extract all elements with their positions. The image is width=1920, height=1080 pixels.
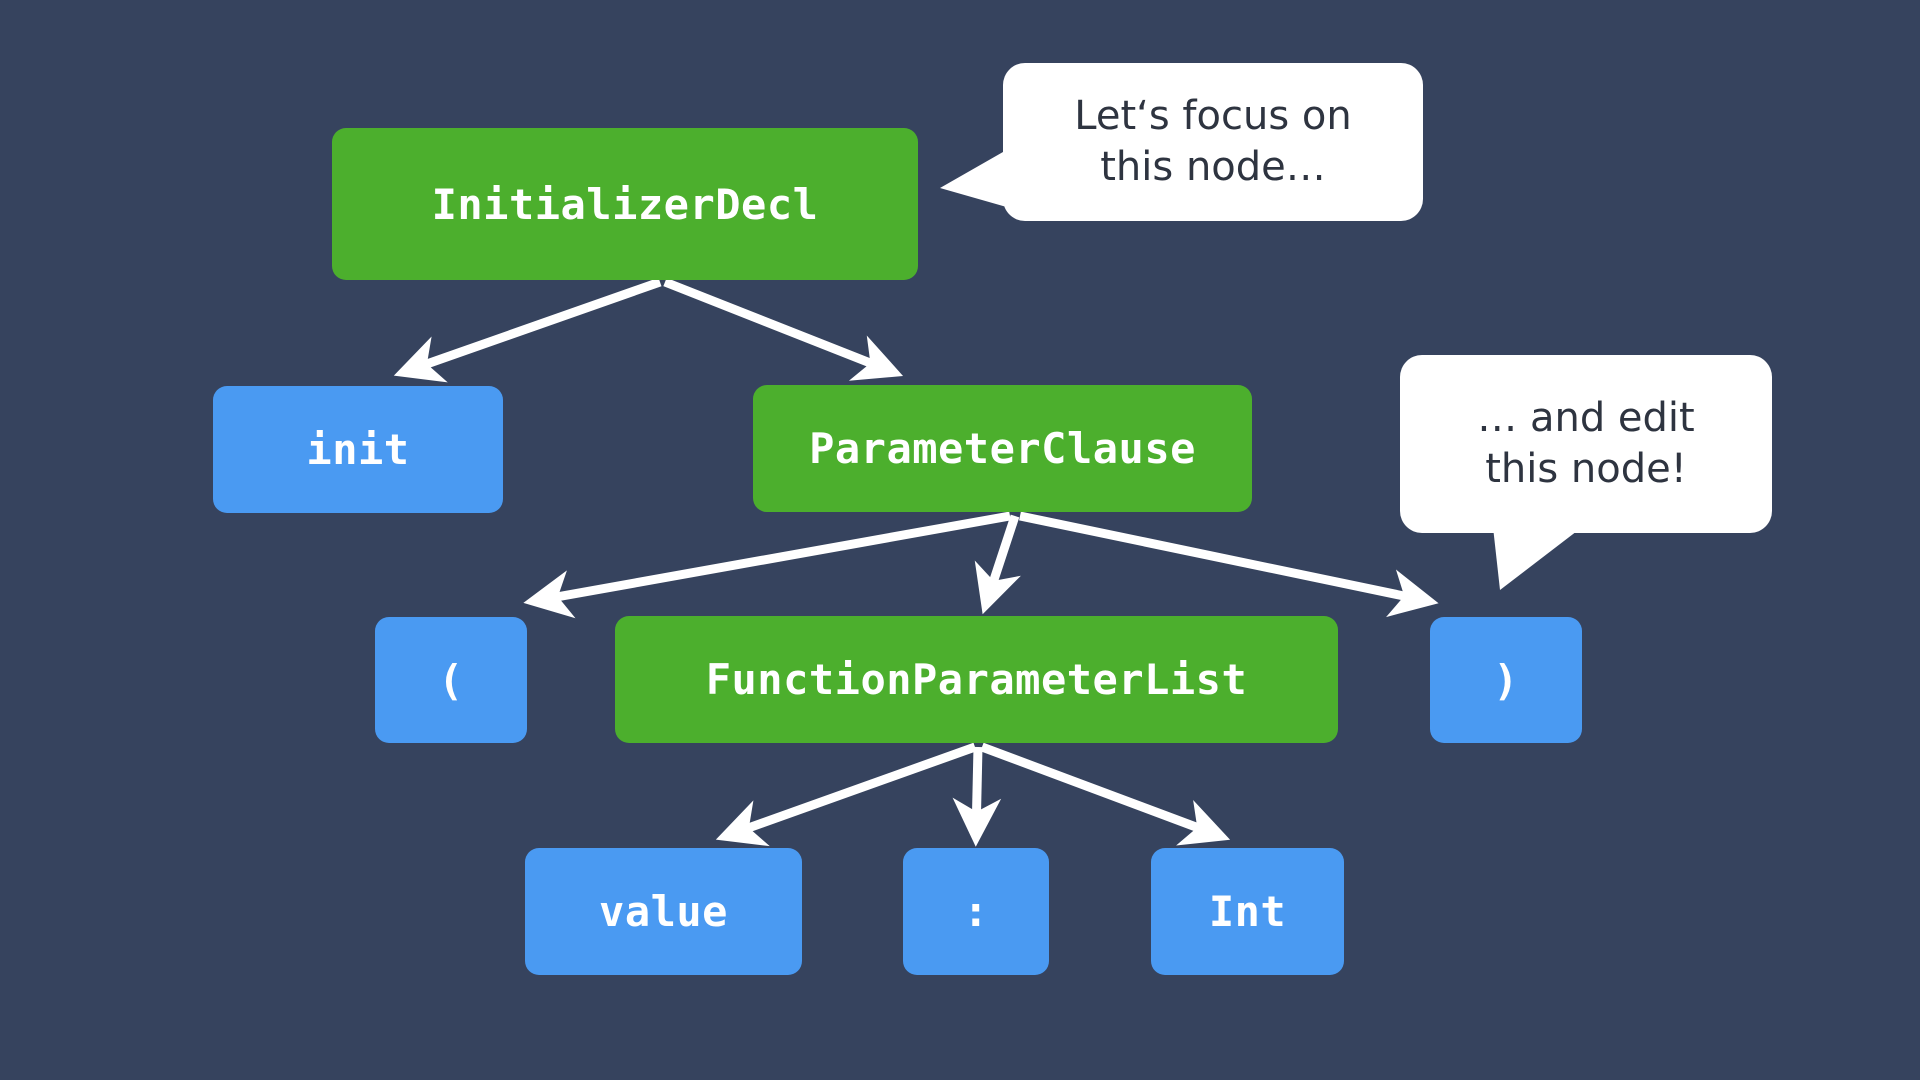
node-label: ParameterClause — [809, 424, 1196, 473]
node-label: init — [306, 425, 410, 474]
node-initializer-decl[interactable]: InitializerDecl — [332, 128, 918, 280]
node-label: InitializerDecl — [431, 179, 819, 229]
node-int[interactable]: Int — [1151, 848, 1344, 975]
node-parameter-clause[interactable]: ParameterClause — [753, 385, 1252, 512]
callout-focus-line-1: Let‘s focus on — [1074, 92, 1352, 139]
edge-functionparameterlist-colon — [952, 746, 1002, 847]
edge-functionparameterlist-int — [980, 742, 1231, 846]
node-label: ) — [1493, 655, 1519, 705]
edge-functionparameterlist-value — [715, 742, 977, 847]
node-init[interactable]: init — [213, 386, 503, 513]
callout-focus-tail — [940, 148, 1010, 208]
edge-parameterclause-parenopen — [523, 511, 1011, 619]
node-colon[interactable]: : — [903, 848, 1049, 975]
callout-edit-line-2: this node! — [1485, 446, 1687, 492]
node-label: value — [599, 887, 728, 936]
node-function-parameter-list[interactable]: FunctionParameterList — [615, 616, 1338, 743]
callout-focus-line-2: this node… — [1100, 144, 1326, 190]
node-label: FunctionParameterList — [705, 655, 1248, 704]
node-label: : — [963, 887, 989, 936]
node-value[interactable]: value — [525, 848, 802, 975]
edge-initializerdecl-init — [393, 277, 662, 383]
edge-parameterclause-parenclose — [1019, 511, 1439, 618]
node-label: Int — [1208, 887, 1287, 936]
callout-edit-line-1: … and edit — [1477, 394, 1695, 441]
node-paren-open[interactable]: ( — [375, 617, 527, 743]
node-paren-close[interactable]: ) — [1430, 617, 1582, 743]
edge-initializerdecl-parameterclause — [663, 277, 904, 381]
callout-focus: Let‘s focus on this node… — [1003, 63, 1423, 221]
callout-edit: … and edit this node! — [1400, 355, 1772, 533]
edge-parameterclause-functionparameterlist — [974, 514, 1021, 615]
node-label: ( — [438, 655, 464, 705]
